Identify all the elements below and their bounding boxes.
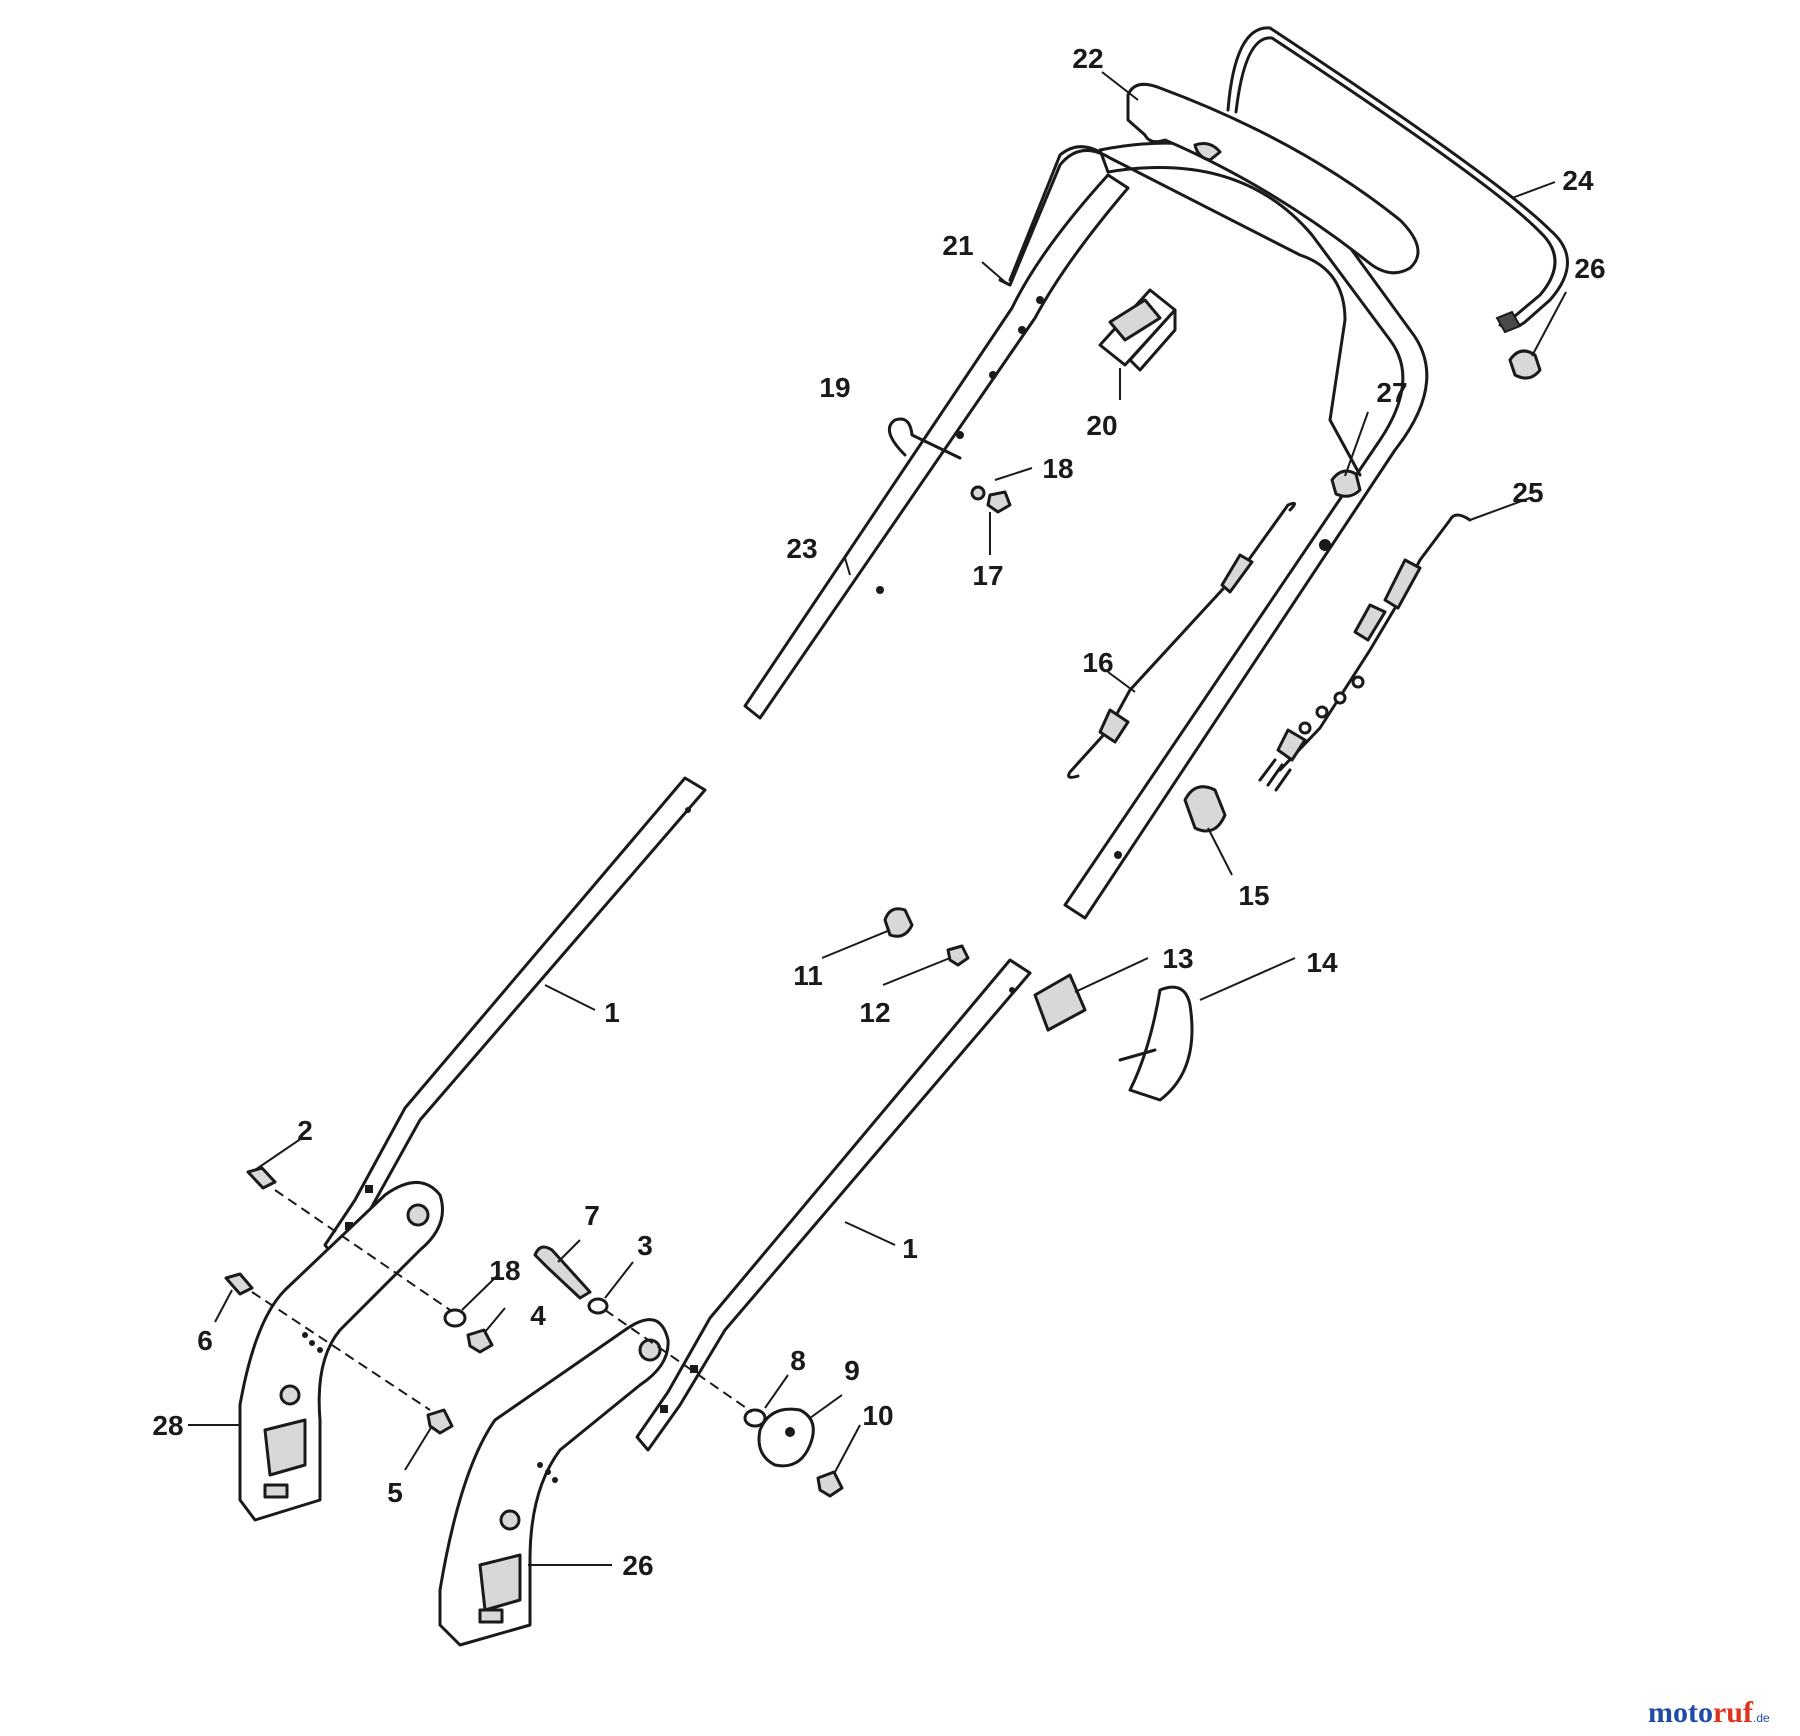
assembly-line-c: [604, 1309, 753, 1413]
callout-25: 25: [1512, 477, 1543, 508]
nut-26-right: [1508, 349, 1542, 380]
callout-22: 22: [1072, 43, 1103, 74]
washer-18-lower: [443, 1308, 467, 1328]
callout-27: 26: [622, 1550, 653, 1581]
callout-23: 23: [786, 533, 817, 564]
callout-5: 5: [387, 1477, 403, 1508]
cable-16: [1067, 501, 1296, 779]
washer-3: [587, 1297, 609, 1315]
callout-17: 17: [972, 560, 1003, 591]
cable-25: [1278, 513, 1472, 772]
bail-24: [1226, 26, 1569, 329]
callout-21: 21: [942, 230, 973, 261]
nut-10: [816, 1470, 844, 1498]
callout-19: 19: [819, 372, 850, 403]
nut-17: [986, 490, 1012, 514]
callout-7: 7: [584, 1200, 600, 1231]
callout-18-upper: 18: [1042, 453, 1073, 484]
callout-13: 13: [1162, 943, 1193, 974]
nut-5: [426, 1408, 454, 1435]
grip-cover-22: [1126, 82, 1420, 275]
bracket-27: [438, 1318, 670, 1647]
bail-lever-21: [998, 149, 1362, 477]
bolt-2: [246, 1166, 277, 1190]
lever-14: [1128, 985, 1194, 1102]
watermark-logo: motoruf.de: [1648, 1696, 1770, 1729]
callout-14: 14: [1306, 947, 1338, 978]
callout-9: 9: [844, 1355, 860, 1386]
callout-15: 15: [1238, 880, 1269, 911]
nut-26-lower: [1330, 469, 1362, 498]
control-box-20: [1098, 288, 1177, 372]
cable-clip-15: [1183, 785, 1227, 833]
callout-26-right: 26: [1574, 253, 1605, 284]
callout-2: 2: [297, 1115, 313, 1146]
bracket-28: [238, 1181, 444, 1522]
nut-4: [466, 1328, 494, 1354]
callout-12: 12: [859, 997, 890, 1028]
assembly-line-b: [251, 1291, 431, 1411]
callout-16: 16: [1082, 647, 1113, 678]
lower-tube-1-left: [323, 776, 707, 1260]
bolt-6: [224, 1272, 254, 1296]
callout-1-upper: 1: [604, 997, 620, 1028]
lower-tube-1-right: [635, 958, 1032, 1452]
knob-9: [757, 1407, 815, 1468]
callout-11: 11: [793, 960, 823, 991]
washer-8: [743, 1408, 767, 1428]
assembly-line-a: [274, 1189, 451, 1311]
washer-18-upper: [970, 485, 986, 501]
upper-handle-bar: [743, 141, 1429, 920]
bracket-13: [1033, 973, 1087, 1032]
bolt-7: [533, 1245, 592, 1300]
callout-6: 6: [197, 1325, 213, 1356]
callout-18-lower: 18: [489, 1255, 520, 1286]
leader-lines: [188, 71, 1567, 1566]
nut-12: [946, 944, 970, 967]
callout-1-lower: 1: [902, 1233, 918, 1264]
callout-10: 10: [862, 1400, 893, 1431]
callout-labels: 22 24 21 26 19 27 20 18 25 23 17 16 15 1…: [152, 43, 1605, 1581]
callout-26-lower: 27: [1376, 377, 1407, 408]
hook-bolt-19: [887, 417, 962, 460]
callout-8: 8: [790, 1345, 806, 1376]
callout-28: 28: [152, 1410, 183, 1441]
watermark-text: motoruf.de: [1648, 1696, 1770, 1729]
callout-4: 4: [530, 1300, 546, 1331]
callout-24: 24: [1562, 165, 1594, 196]
callout-3: 3: [637, 1230, 653, 1261]
callout-20: 20: [1086, 410, 1117, 441]
gear-11: [883, 907, 914, 938]
